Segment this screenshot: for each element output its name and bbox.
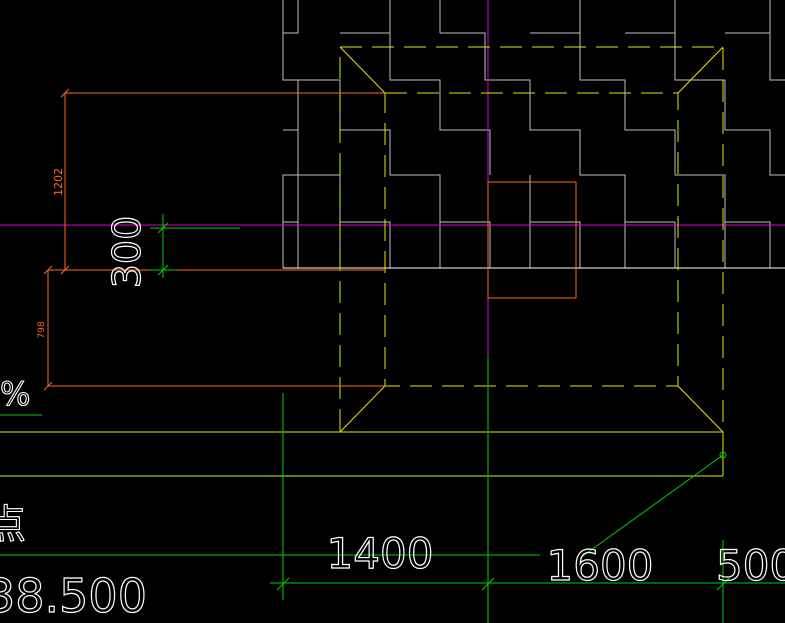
dim-1400-text: 1400 (327, 529, 434, 578)
column-rectangle (487, 181, 577, 299)
dim-500-text: 500 (716, 541, 785, 590)
orange-dimension-lines (43, 88, 385, 391)
foundation-outline (0, 46, 724, 477)
dim-1600-text: 1600 (547, 541, 654, 590)
dim-1202-text: 1202 (52, 168, 65, 196)
leader-endpoint (719, 451, 727, 459)
dim-798-text: 798 (37, 321, 47, 338)
chinese-label: 点 (0, 502, 26, 548)
dim-300-text: 300 (105, 216, 149, 289)
elevation-label: 38.500 (0, 569, 147, 623)
percent-label: % (0, 375, 30, 413)
stair-hatch-pattern (282, 0, 785, 268)
green-dimension-lines (0, 214, 785, 623)
